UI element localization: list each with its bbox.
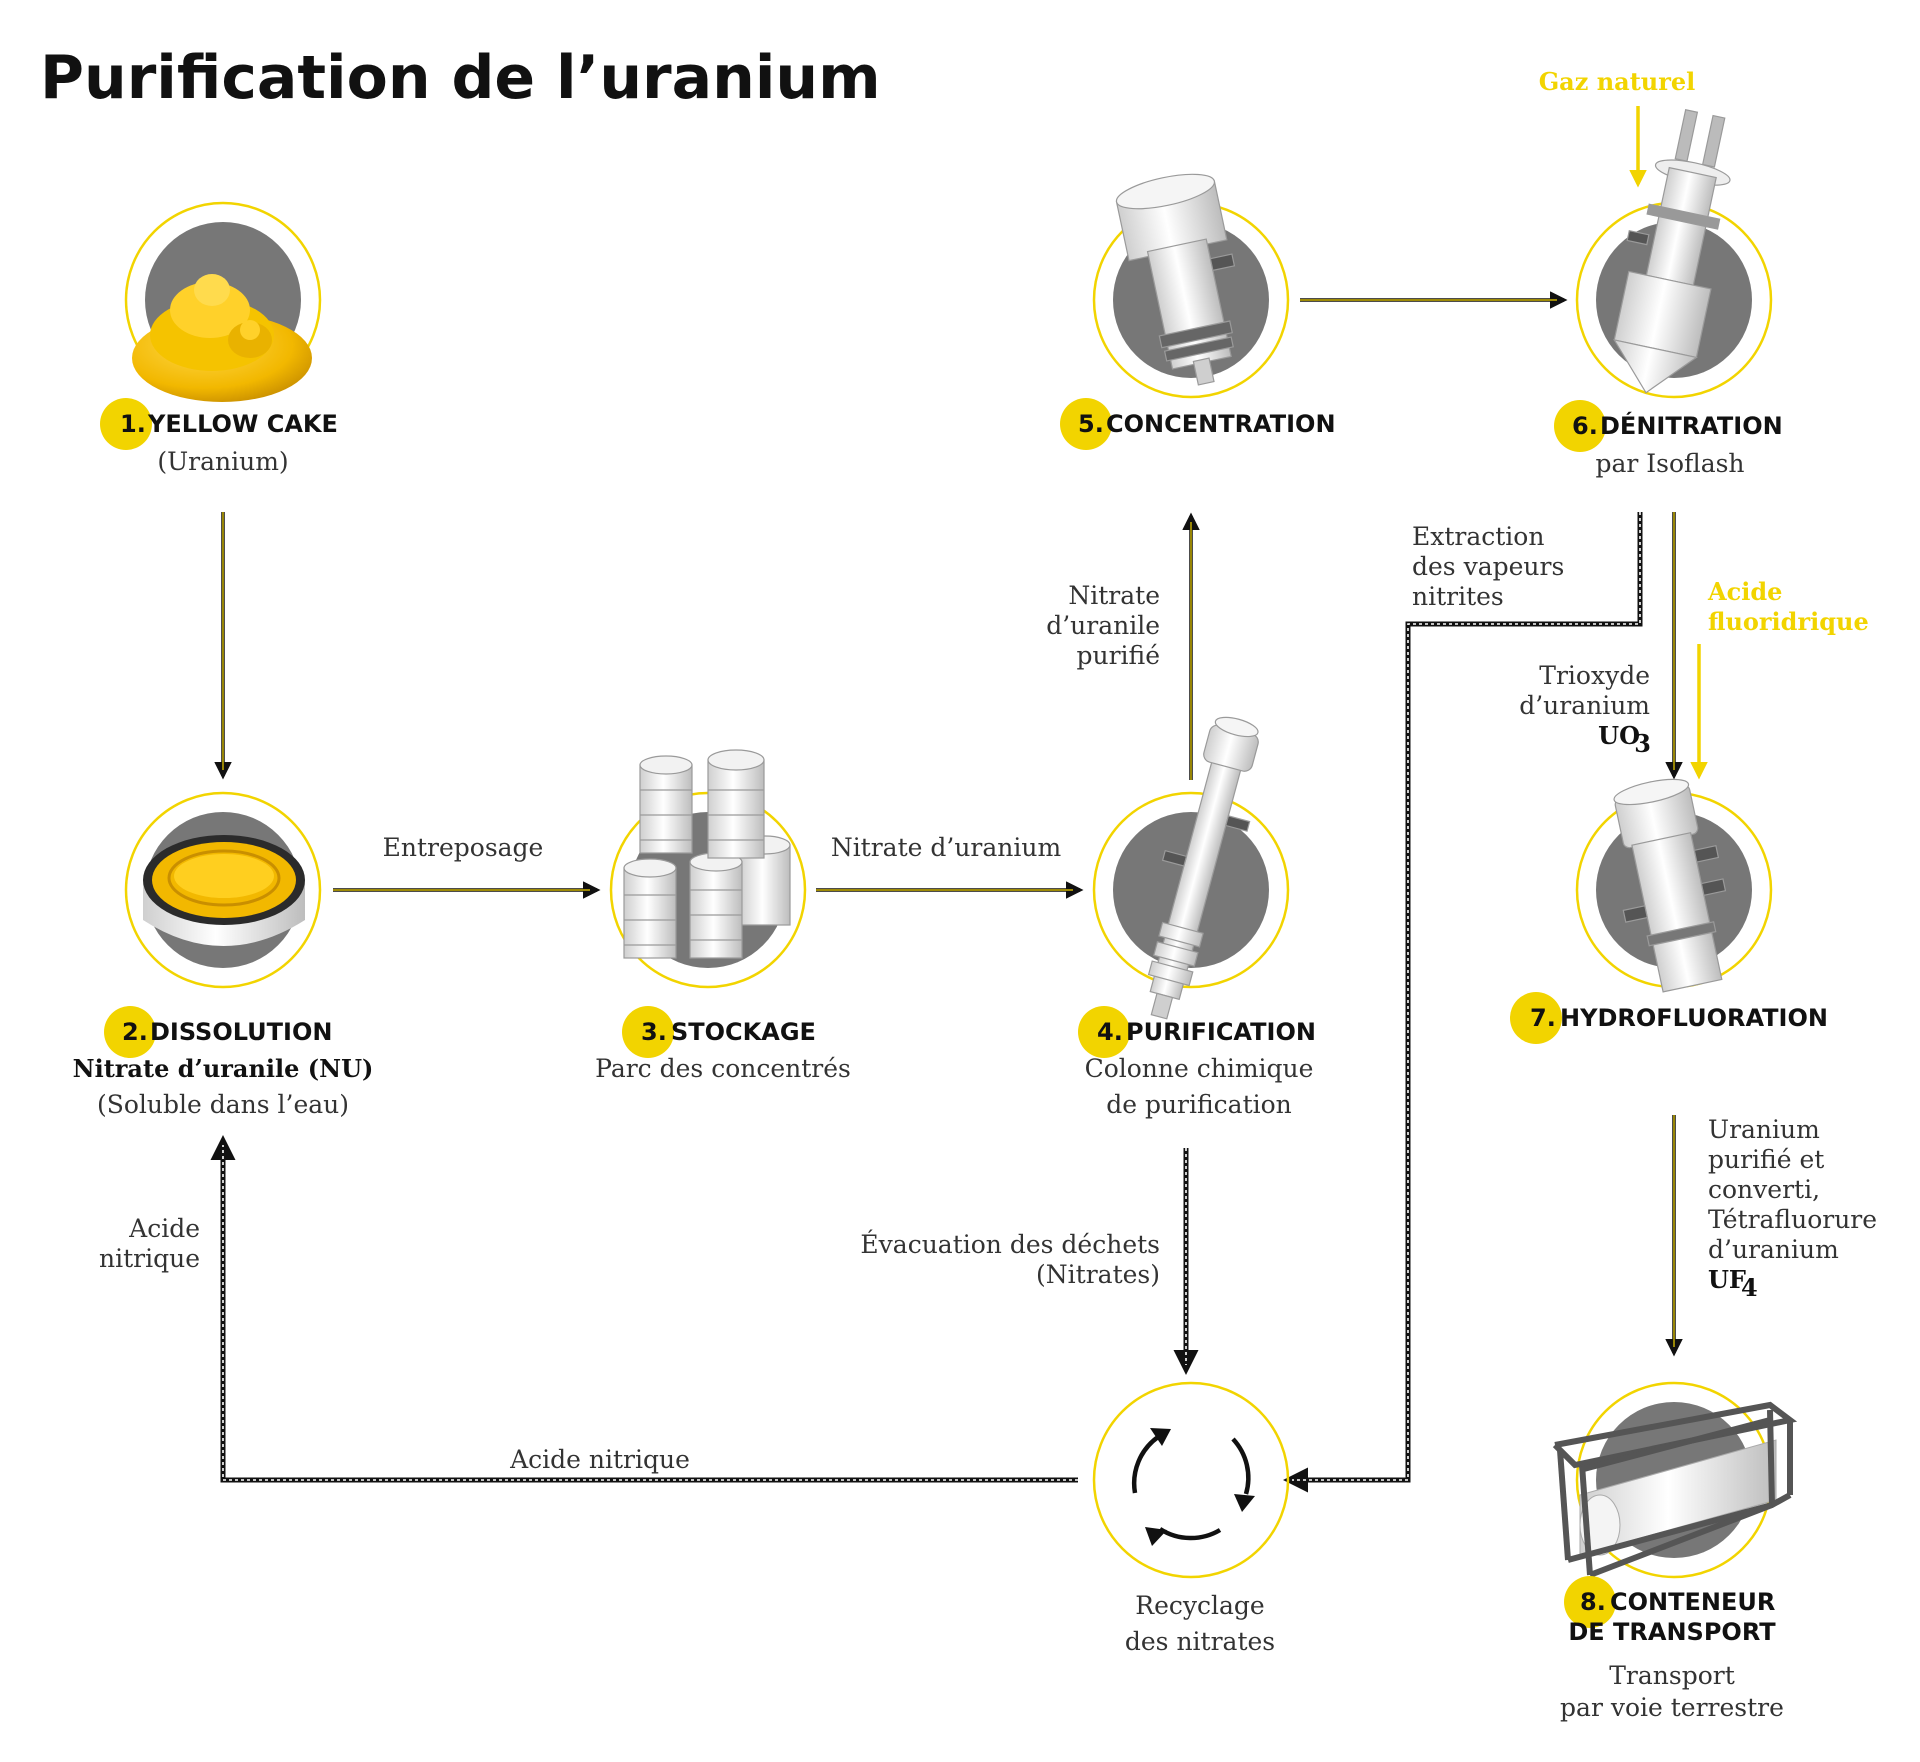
svg-text:Tétrafluorure: Tétrafluorure bbox=[1708, 1205, 1877, 1234]
annotation-entreposage: Entreposage bbox=[383, 833, 544, 862]
annotation-trioxyde: Trioxyde d’uranium UO 3 bbox=[1519, 661, 1651, 758]
svg-text:HYDROFLUORATION: HYDROFLUORATION bbox=[1560, 1004, 1828, 1032]
svg-text:CONCENTRATION: CONCENTRATION bbox=[1106, 410, 1336, 438]
svg-text:par Isoflash: par Isoflash bbox=[1595, 449, 1744, 478]
svg-text:DISSOLUTION: DISSOLUTION bbox=[150, 1018, 332, 1046]
svg-text:4.: 4. bbox=[1097, 1018, 1123, 1046]
svg-text:6.: 6. bbox=[1572, 412, 1598, 440]
annotation-uranium-purifie: Uranium purifié et converti, Tétrafluoru… bbox=[1708, 1115, 1877, 1302]
denitration-reactor-icon bbox=[1613, 109, 1731, 394]
node-purification bbox=[1092, 716, 1290, 1020]
hydrofluoration-column-icon bbox=[1613, 778, 1727, 993]
svg-text:(Soluble dans l’eau): (Soluble dans l’eau) bbox=[97, 1090, 349, 1119]
node-recyclage bbox=[1092, 1381, 1290, 1579]
annotation-acide-nitrique-left: Acide nitrique bbox=[99, 1214, 200, 1273]
yellow-cake-icon bbox=[132, 274, 312, 402]
svg-text:8.: 8. bbox=[1580, 1588, 1606, 1616]
svg-text:5.: 5. bbox=[1078, 410, 1104, 438]
svg-text:Nitrate d’uranile (NU): Nitrate d’uranile (NU) bbox=[73, 1054, 374, 1083]
step-1-label: 1. YELLOW CAKE (Uranium) bbox=[100, 398, 338, 476]
arrow-6-to-recycling bbox=[1283, 512, 1643, 1493]
svg-text:converti,: converti, bbox=[1708, 1175, 1820, 1204]
svg-text:4: 4 bbox=[1741, 1273, 1758, 1302]
node-yellow-cake bbox=[124, 201, 322, 402]
svg-text:Recyclage: Recyclage bbox=[1135, 1591, 1264, 1620]
node-dissolution bbox=[124, 791, 322, 989]
node-hydrofluoration bbox=[1575, 778, 1773, 993]
svg-text:par voie terrestre: par voie terrestre bbox=[1560, 1693, 1784, 1722]
svg-text:Acide: Acide bbox=[1707, 577, 1782, 606]
transport-container-icon bbox=[1552, 1401, 1798, 1578]
concentration-column-icon bbox=[1115, 173, 1236, 386]
svg-text:(Uranium): (Uranium) bbox=[157, 447, 288, 476]
annotation-gaz-naturel: Gaz naturel bbox=[1539, 67, 1696, 96]
svg-text:7.: 7. bbox=[1530, 1004, 1556, 1032]
recycling-label: Recyclage des nitrates bbox=[1125, 1591, 1275, 1656]
svg-text:DE TRANSPORT: DE TRANSPORT bbox=[1568, 1618, 1776, 1646]
node-conteneur bbox=[1552, 1381, 1798, 1579]
svg-text:nitrites: nitrites bbox=[1412, 582, 1504, 611]
annotation-acide-fluoridrique: Acide fluoridrique bbox=[1707, 577, 1869, 636]
svg-text:Parc des concentrés: Parc des concentrés bbox=[595, 1054, 851, 1083]
svg-text:UO: UO bbox=[1598, 721, 1640, 750]
svg-text:3: 3 bbox=[1634, 729, 1651, 758]
svg-text:d’uranium: d’uranium bbox=[1708, 1235, 1839, 1264]
svg-text:des nitrates: des nitrates bbox=[1125, 1627, 1275, 1656]
recycle-icon bbox=[1131, 1435, 1251, 1541]
annotation-extraction: Extraction des vapeurs nitrites bbox=[1412, 522, 1564, 611]
dissolution-tank-icon bbox=[143, 835, 305, 946]
page-title: Purification de l’uranium bbox=[40, 43, 881, 113]
svg-text:Uranium: Uranium bbox=[1708, 1115, 1820, 1144]
svg-text:UF: UF bbox=[1708, 1265, 1746, 1294]
svg-text:Extraction: Extraction bbox=[1412, 522, 1544, 551]
step-6-label: 6. DÉNITRATION par Isoflash bbox=[1554, 400, 1783, 478]
svg-text:Évacuation des déchets: Évacuation des déchets bbox=[860, 1230, 1160, 1259]
svg-text:1.: 1. bbox=[120, 410, 146, 438]
svg-text:d’uranile: d’uranile bbox=[1046, 611, 1160, 640]
svg-text:de purification: de purification bbox=[1106, 1090, 1292, 1119]
svg-text:nitrique: nitrique bbox=[99, 1244, 200, 1273]
svg-text:Transport: Transport bbox=[1609, 1661, 1735, 1690]
annotation-evacuation: Évacuation des déchets (Nitrates) bbox=[860, 1230, 1160, 1289]
svg-text:PURIFICATION: PURIFICATION bbox=[1126, 1018, 1316, 1046]
svg-text:Acide: Acide bbox=[128, 1214, 200, 1243]
svg-text:STOCKAGE: STOCKAGE bbox=[671, 1018, 816, 1046]
step-8-label: 8. CONTENEUR DE TRANSPORT Transport par … bbox=[1560, 1576, 1784, 1722]
svg-text:2.: 2. bbox=[122, 1018, 148, 1046]
svg-text:fluoridrique: fluoridrique bbox=[1708, 607, 1869, 636]
svg-text:Nitrate: Nitrate bbox=[1068, 581, 1160, 610]
step-2-label: 2. DISSOLUTION Nitrate d’uranile (NU) (S… bbox=[73, 1006, 374, 1119]
node-stockage bbox=[609, 749, 807, 989]
step-3-label: 3. STOCKAGE Parc des concentrés bbox=[595, 1006, 851, 1083]
step-5-label: 5. CONCENTRATION bbox=[1060, 398, 1336, 450]
svg-text:3.: 3. bbox=[641, 1018, 667, 1046]
svg-text:d’uranium: d’uranium bbox=[1519, 691, 1650, 720]
arrow-recycling-to-2 bbox=[210, 1135, 1078, 1483]
annotation-nitrate-uranile-purifie: Nitrate d’uranile purifié bbox=[1046, 581, 1160, 670]
annotation-nitrate-uranium: Nitrate d’uranium bbox=[831, 833, 1062, 862]
svg-text:des vapeurs: des vapeurs bbox=[1412, 552, 1564, 581]
svg-text:(Nitrates): (Nitrates) bbox=[1036, 1260, 1160, 1289]
svg-text:Trioxyde: Trioxyde bbox=[1539, 661, 1650, 690]
node-concentration bbox=[1092, 173, 1290, 399]
purification-column-icon bbox=[1147, 716, 1259, 1020]
svg-text:purifié et: purifié et bbox=[1708, 1145, 1824, 1174]
svg-text:Colonne chimique: Colonne chimique bbox=[1085, 1054, 1314, 1083]
annotation-acide-nitrique-bottom: Acide nitrique bbox=[509, 1445, 690, 1474]
step-4-label: 4. PURIFICATION Colonne chimique de puri… bbox=[1078, 1006, 1316, 1119]
svg-text:DÉNITRATION: DÉNITRATION bbox=[1600, 411, 1783, 440]
svg-text:purifié: purifié bbox=[1076, 641, 1160, 670]
svg-text:YELLOW CAKE: YELLOW CAKE bbox=[147, 410, 338, 438]
step-7-label: 7. HYDROFLUORATION bbox=[1510, 992, 1828, 1044]
barrels-icon bbox=[623, 749, 791, 959]
svg-text:CONTENEUR: CONTENEUR bbox=[1610, 1588, 1775, 1616]
node-denitration bbox=[1575, 109, 1773, 399]
